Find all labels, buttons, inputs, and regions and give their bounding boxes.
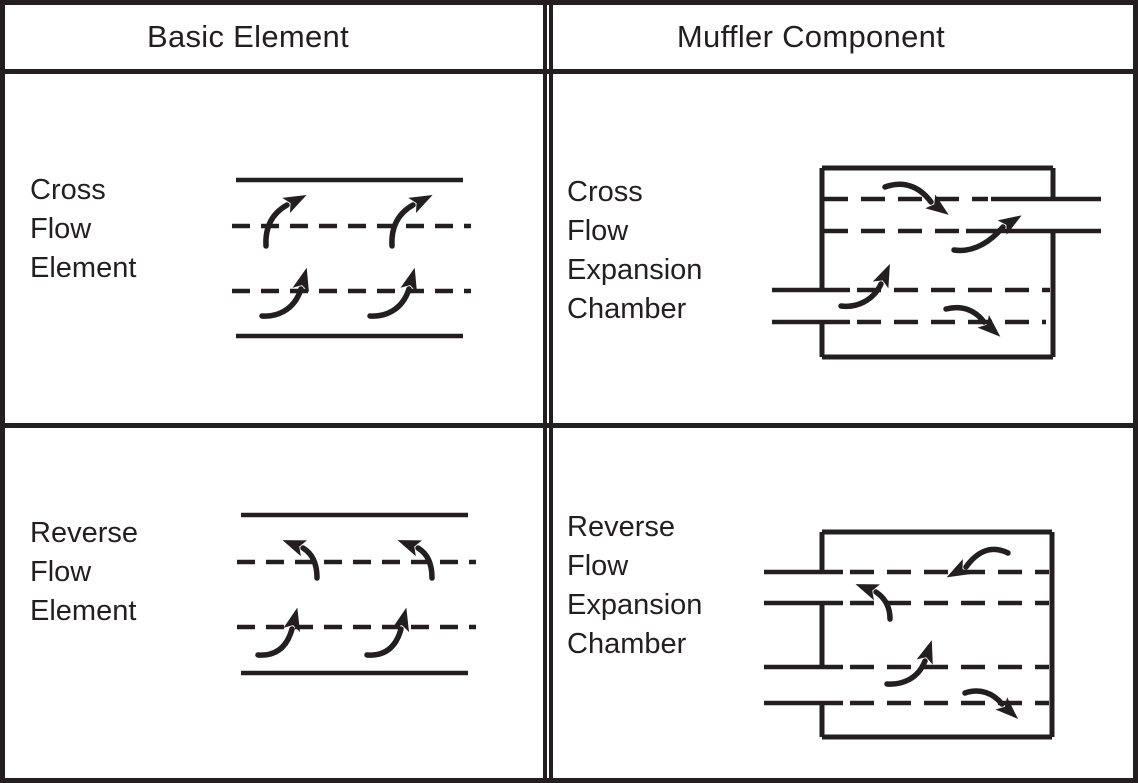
flow-arrow-icon bbox=[367, 267, 417, 319]
header-basic-element: Basic Element bbox=[5, 5, 543, 69]
flow-arrow-icon bbox=[962, 688, 1019, 720]
label-line: Chamber bbox=[567, 628, 687, 660]
cross-flow-element-diagram bbox=[232, 177, 471, 339]
column-divider-line-right bbox=[549, 0, 553, 783]
reverse-flow-element-diagram bbox=[237, 512, 476, 676]
label-line: Flow bbox=[567, 215, 629, 247]
flow-arrow-icon bbox=[397, 540, 435, 581]
flow-arrow-icon bbox=[259, 267, 309, 319]
outlet-pipe bbox=[824, 196, 1101, 234]
label-line: Reverse bbox=[567, 511, 675, 543]
label-line: Reverse bbox=[30, 517, 138, 549]
label-line: Element bbox=[30, 252, 137, 284]
flow-arrow-icon bbox=[943, 304, 1001, 337]
label-line: Chamber bbox=[567, 293, 687, 325]
flow-arrow-icon bbox=[946, 546, 1011, 578]
label-line: Cross bbox=[567, 176, 643, 208]
upper-pipe bbox=[764, 569, 1049, 606]
cross-flow-expansion-chamber-diagram bbox=[772, 165, 1101, 360]
flow-arrow-icon bbox=[882, 181, 949, 215]
header-separator-line bbox=[0, 69, 1138, 74]
label-reverse-flow-element: Reverse Flow Element bbox=[30, 514, 138, 631]
reverse-flow-expansion-chamber-diagram bbox=[764, 529, 1055, 740]
label-line: Expansion bbox=[567, 589, 703, 621]
flow-arrow-icon bbox=[951, 215, 1022, 254]
flow-arrow-icon bbox=[855, 584, 893, 622]
row-separator-line bbox=[0, 423, 1138, 428]
inlet-pipe bbox=[772, 287, 1050, 325]
label-line: Expansion bbox=[567, 254, 703, 286]
flow-arrow-icon bbox=[255, 607, 301, 658]
chamber-outline bbox=[819, 529, 1055, 740]
label-reverse-flow-expansion-chamber: Reverse Flow Expansion Chamber bbox=[567, 508, 702, 664]
lower-pipe bbox=[764, 664, 1049, 706]
chamber-outline bbox=[819, 165, 1056, 360]
header-muffler-component: Muffler Component bbox=[553, 5, 1133, 69]
label-line: Flow bbox=[30, 213, 92, 245]
flow-arrow-icon bbox=[838, 263, 890, 310]
flow-arrow-icon bbox=[364, 607, 410, 658]
label-cross-flow-expansion-chamber: Cross Flow Expansion Chamber bbox=[567, 173, 702, 329]
header-muffler-component-label: Muffler Component bbox=[676, 19, 946, 54]
label-line: Element bbox=[30, 595, 137, 627]
flow-arrow-icon bbox=[389, 195, 433, 249]
header-basic-element-label: Basic Element bbox=[146, 19, 350, 54]
label-line: Flow bbox=[567, 550, 629, 582]
label-line: Cross bbox=[30, 174, 106, 206]
label-cross-flow-element: Cross Flow Element bbox=[30, 171, 136, 288]
flow-arrow-icon bbox=[263, 195, 307, 249]
column-divider-line-left bbox=[543, 0, 547, 783]
label-line: Flow bbox=[30, 556, 92, 588]
flow-arrow-icon bbox=[282, 540, 320, 581]
flow-arrow-icon bbox=[884, 640, 933, 687]
